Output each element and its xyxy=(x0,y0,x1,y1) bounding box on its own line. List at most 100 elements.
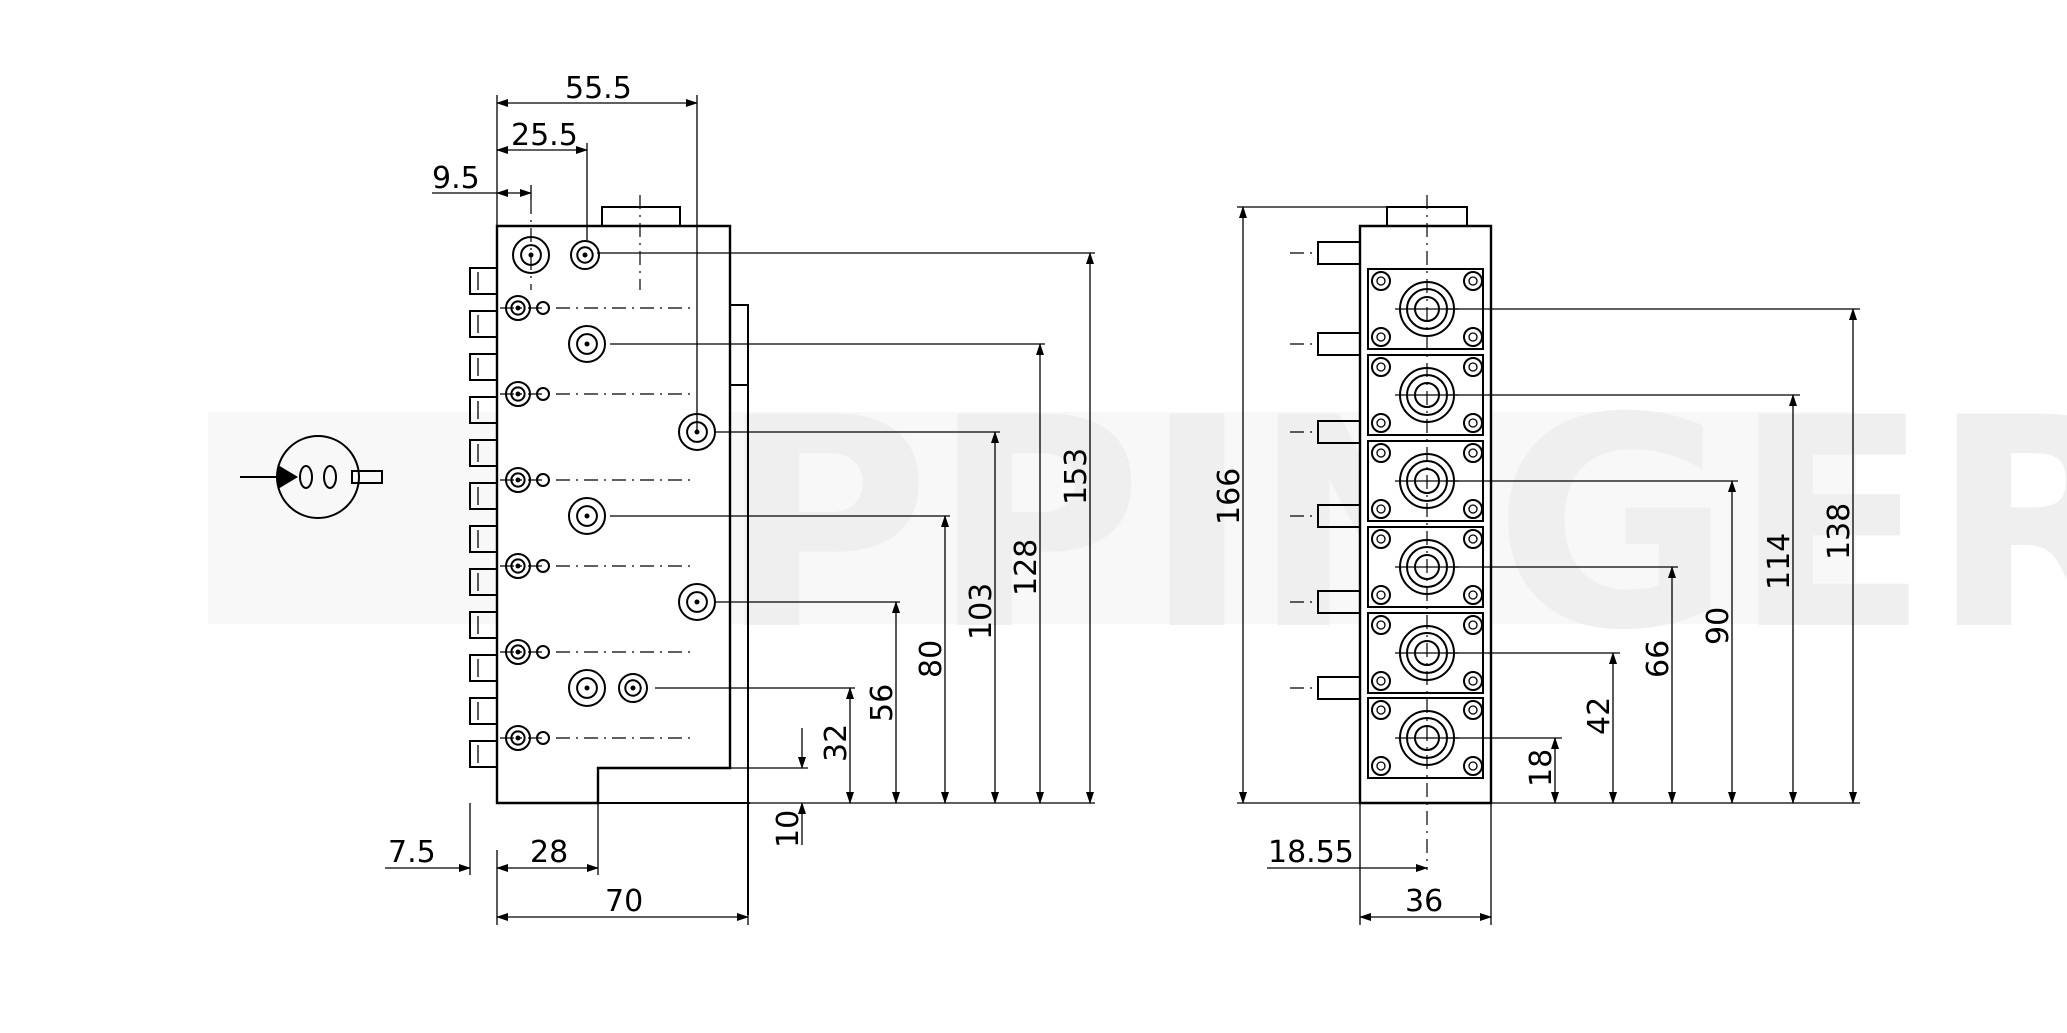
side-hole-d-center xyxy=(694,429,700,435)
side-small-hole-center xyxy=(515,391,521,397)
front-station-screw xyxy=(1463,271,1483,291)
front-station-screw-head xyxy=(1376,418,1386,428)
front-station-screw-head xyxy=(1468,705,1478,715)
front-station-screw xyxy=(1371,756,1391,776)
front-pin xyxy=(1317,241,1361,265)
front-pin xyxy=(1317,332,1361,356)
dim-25-5: 25.5 xyxy=(511,118,578,153)
dim-70: 70 xyxy=(605,884,643,919)
dimensions: 55.5 25.5 9.5 7.5 28 70 153 128 103 80 xyxy=(385,71,1860,925)
front-station-screw xyxy=(1371,499,1391,519)
side-hole-a-center xyxy=(528,252,534,258)
dim-80: 80 xyxy=(914,640,949,678)
side-hole-g-inner xyxy=(576,677,598,699)
side-hole-h-center xyxy=(630,685,636,691)
front-station-screw xyxy=(1371,615,1391,635)
side-tab xyxy=(469,525,498,553)
front-station-screw-head xyxy=(1468,676,1478,686)
dim-18-55: 18.55 xyxy=(1268,835,1354,870)
dim-55-5: 55.5 xyxy=(565,71,632,106)
front-station-screw xyxy=(1371,700,1391,720)
front-stations xyxy=(1367,268,1484,779)
side-hole-a xyxy=(512,236,550,274)
side-hole-b-inner xyxy=(576,246,594,264)
side-view xyxy=(469,195,750,915)
watermark: EPPINGER xyxy=(208,357,2067,694)
dim-128: 128 xyxy=(1009,539,1044,596)
side-holes xyxy=(500,236,716,751)
side-hole-c-inner xyxy=(576,333,598,355)
front-station-screw xyxy=(1371,357,1391,377)
side-hole-g-center xyxy=(584,685,590,691)
side-tab xyxy=(469,482,498,510)
front-pin xyxy=(1317,590,1361,614)
side-hole-g xyxy=(568,669,606,707)
dim-166: 166 xyxy=(1212,468,1247,525)
side-small-hole-center xyxy=(515,563,521,569)
front-station-screw-head xyxy=(1376,705,1386,715)
front-station-screw-head xyxy=(1376,676,1386,686)
dim-90: 90 xyxy=(1701,607,1736,645)
front-station-screw-head xyxy=(1376,332,1386,342)
side-hole-e-center xyxy=(584,513,590,519)
front-station-screw-head xyxy=(1468,418,1478,428)
side-tab xyxy=(469,267,498,295)
side-hole-e-inner xyxy=(576,505,598,527)
side-hole-c xyxy=(568,325,606,363)
side-tab xyxy=(469,740,498,768)
dim-32: 32 xyxy=(819,724,854,762)
side-small-hole-center xyxy=(515,735,521,741)
side-tabs xyxy=(469,267,498,768)
front-pin xyxy=(1317,676,1361,700)
dim-56: 56 xyxy=(865,684,900,722)
side-tab xyxy=(469,697,498,725)
front-station-screw-head xyxy=(1468,448,1478,458)
front-station-screw-head xyxy=(1468,276,1478,286)
front-station-screw xyxy=(1463,529,1483,549)
dim-138: 138 xyxy=(1822,503,1857,560)
side-tab xyxy=(469,568,498,596)
front-station-screw-head xyxy=(1468,590,1478,600)
front-station-screw xyxy=(1371,271,1391,291)
front-station-screw-head xyxy=(1376,761,1386,771)
front-station-screw-head xyxy=(1468,620,1478,630)
front-station-screw xyxy=(1371,413,1391,433)
front-station-screw xyxy=(1463,327,1483,347)
front-pin xyxy=(1317,420,1361,444)
front-station-screw xyxy=(1463,443,1483,463)
front-station-screw-head xyxy=(1376,534,1386,544)
side-hole-f-center xyxy=(694,599,700,605)
watermark-text: EPPINGER xyxy=(520,357,2067,694)
front-station-screw xyxy=(1463,499,1483,519)
front-station-screw xyxy=(1463,413,1483,433)
side-small-hole-center xyxy=(515,305,521,311)
dim-36: 36 xyxy=(1405,884,1443,919)
side-hole-c-center xyxy=(584,341,590,347)
side-hole-f-inner xyxy=(686,591,708,613)
front-pins xyxy=(1290,241,1361,700)
front-station-screw xyxy=(1371,529,1391,549)
side-small-hole-center xyxy=(515,649,521,655)
front-station-screw xyxy=(1371,327,1391,347)
dim-42: 42 xyxy=(1582,697,1617,735)
dim-66: 66 xyxy=(1641,640,1676,678)
side-hole-e xyxy=(568,497,606,535)
side-tab xyxy=(469,654,498,682)
front-station-screw xyxy=(1463,357,1483,377)
front-station-screw xyxy=(1371,671,1391,691)
side-hole-b-center xyxy=(582,252,588,258)
tool-turret-symbol-icon xyxy=(240,435,383,519)
front-station-screw xyxy=(1463,585,1483,605)
front-station-screw-head xyxy=(1376,504,1386,514)
front-station-screw xyxy=(1463,671,1483,691)
side-tab xyxy=(469,353,498,381)
front-pin xyxy=(1317,504,1361,528)
dim-7-5: 7.5 xyxy=(388,835,436,870)
front-station-screw xyxy=(1371,585,1391,605)
front-station-screw-head xyxy=(1468,362,1478,372)
front-station-screw xyxy=(1371,443,1391,463)
front-station-screw-head xyxy=(1376,276,1386,286)
front-station-screw-head xyxy=(1376,362,1386,372)
dim-114: 114 xyxy=(1762,533,1797,590)
